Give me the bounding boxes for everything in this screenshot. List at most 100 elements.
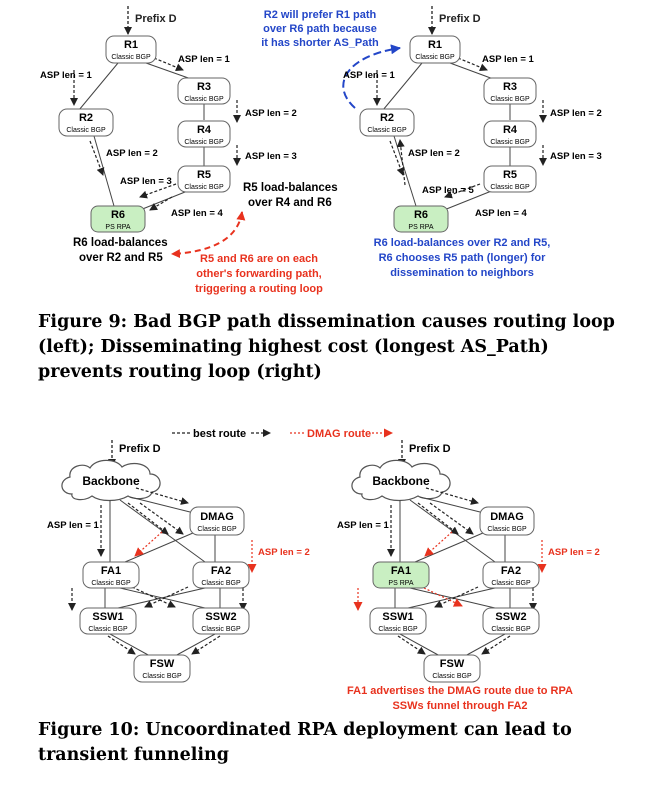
svg-text:Classic BGP: Classic BGP [88,626,128,633]
asp-label: ASP len = 2 [258,547,310,558]
asp-label: ASP len = 2 [548,547,600,558]
annotation: over R2 and R5 [79,252,163,264]
svg-text:Classic BGP: Classic BGP [184,139,224,146]
svg-text:Backbone: Backbone [82,474,140,488]
svg-text:Classic BGP: Classic BGP [91,580,131,587]
svg-text:R1: R1 [124,39,138,51]
prefix-label: Prefix D [409,443,451,455]
fig9-right-diagram: Prefix D R2 will prefer R1 path over R6 … [261,6,602,279]
node-r4: R4 Classic BGP [177,120,231,148]
asp-label: ASP len = 1 [343,70,396,81]
annotation: FA1 advertises the DMAG route due to RPA [347,685,573,697]
node-r2: R2 Classic BGP [58,108,114,137]
svg-text:Classic BGP: Classic BGP [491,580,531,587]
node-fa2: FA2 Classic BGP [482,561,540,589]
svg-text:Classic BGP: Classic BGP [197,526,237,533]
annotation: over R6 path because [263,23,377,35]
svg-text:Classic BGP: Classic BGP [142,673,182,680]
annotation: R6 load-balances [73,237,168,249]
node-ssw1: SSW1 Classic BGP [79,607,137,635]
node-dmag: DMAG Classic BGP [479,506,535,536]
fig10-left-diagram: Prefix D Backbone DM [47,440,310,683]
legend-best: best route [193,428,246,440]
svg-text:PS RPA: PS RPA [408,224,433,231]
node-r3: R3 Classic BGP [177,77,231,105]
node-r3: R3 Classic BGP [483,77,537,105]
svg-text:Classic BGP: Classic BGP [487,526,527,533]
svg-text:Classic BGP: Classic BGP [415,54,455,61]
node-r5: R5 Classic BGP [177,165,231,193]
annotation: R5 load-balances [243,182,338,194]
svg-text:Classic BGP: Classic BGP [378,626,418,633]
node-r6: R6 PS RPA [393,205,449,233]
node-r1: R1 Classic BGP [409,35,461,64]
svg-text:FA2: FA2 [211,565,231,577]
svg-text:R3: R3 [197,81,211,93]
asp-label: ASP len = 2 [550,108,602,119]
annotation: over R4 and R6 [248,197,332,209]
asp-label: ASP len = 2 [245,108,297,119]
node-r5: R5 Classic BGP [483,165,537,193]
asp-label: ASP len = 3 [120,176,172,187]
asp-label: ASP len = 4 [475,208,528,219]
annotation: SSWs funnel through FA2 [392,700,527,712]
cloud-icon: Backbone [351,459,451,502]
asp-label: ASP len = 1 [47,520,100,531]
fig10-legend: best route DMAG route [172,428,393,440]
annotation: it has shorter AS_Path [261,37,379,49]
svg-text:DMAG: DMAG [200,511,234,523]
svg-text:PS RPA: PS RPA [105,224,130,231]
svg-text:Backbone: Backbone [372,474,430,488]
svg-text:Classic BGP: Classic BGP [490,139,530,146]
legend-dmag: DMAG route [307,428,371,440]
svg-text:FA1: FA1 [101,565,121,577]
node-r2: R2 Classic BGP [359,108,415,137]
svg-text:Classic BGP: Classic BGP [66,127,106,134]
asp-label: ASP len = 3 [550,151,602,162]
svg-text:R5: R5 [197,169,211,181]
svg-text:R2: R2 [380,112,394,124]
node-ssw1: SSW1 Classic BGP [369,607,427,635]
node-fa2: FA2 Classic BGP [192,561,250,589]
svg-text:Classic BGP: Classic BGP [184,96,224,103]
svg-text:FSW: FSW [150,658,175,670]
prefix-label: Prefix D [135,13,177,25]
svg-text:DMAG: DMAG [490,511,524,523]
node-ssw2: SSW2 Classic BGP [482,607,540,635]
svg-text:Classic BGP: Classic BGP [111,54,151,61]
asp-label: ASP len = 5 [422,185,475,196]
asp-label: ASP len = 2 [106,148,158,159]
annotation: dissemination to neighbors [390,267,534,279]
svg-text:Classic BGP: Classic BGP [201,580,241,587]
fig10-right-diagram: Prefix D Backbone DMAG Classi [337,440,600,712]
prefix-label: Prefix D [439,13,481,25]
svg-text:SSW1: SSW1 [92,611,123,623]
asp-label: ASP len = 1 [178,54,231,65]
asp-label: ASP len = 4 [171,208,224,219]
node-fa1: FA1 PS RPA [372,561,430,589]
annotation: triggering a routing loop [195,283,323,295]
asp-label: ASP len = 3 [245,151,297,162]
cloud-icon: Backbone [61,459,161,502]
annotation: R2 will prefer R1 path [264,9,377,21]
svg-text:R1: R1 [428,39,442,51]
fig9-left-diagram: Prefix D R1 Classic BGP R2 Classic BGP R… [40,6,338,295]
annotation: R5 and R6 are on each [200,253,318,265]
svg-text:R6: R6 [414,209,428,221]
svg-text:R2: R2 [79,112,93,124]
asp-label: ASP len = 1 [40,70,93,81]
figure-10-caption: Figure 10: Uncoordinated RPA deployment … [38,720,572,765]
svg-text:R5: R5 [503,169,517,181]
svg-text:R3: R3 [503,81,517,93]
svg-text:SSW2: SSW2 [495,611,526,623]
svg-text:SSW2: SSW2 [205,611,236,623]
asp-label: ASP len = 1 [482,54,535,65]
svg-text:Classic BGP: Classic BGP [490,96,530,103]
annotation: R6 load-balances over R2 and R5, [374,237,551,249]
svg-text:Classic BGP: Classic BGP [201,626,241,633]
figure-9-caption: Figure 9: Bad BGP path dissemination cau… [38,312,615,382]
annotation: other's forwarding path, [196,268,321,280]
node-r1: R1 Classic BGP [105,35,157,64]
node-fsw: FSW Classic BGP [133,654,191,683]
